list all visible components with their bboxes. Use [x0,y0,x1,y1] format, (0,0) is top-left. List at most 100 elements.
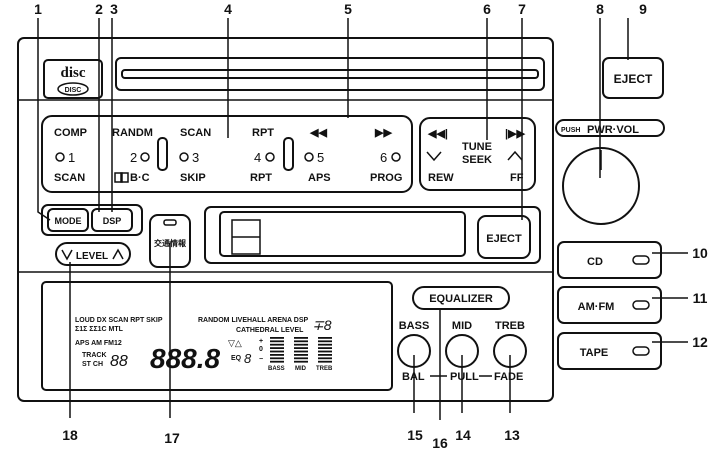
mid-label: MID [452,320,472,332]
preset-4-number: 4 [254,150,261,165]
preset-group-2[interactable]: SCAN RPT 3 4 SKIP RPT [179,127,275,184]
level-down-icon [61,249,73,261]
eq-bar-segment [270,347,284,349]
display-eq-label: EQ [231,355,242,362]
volume-knob[interactable] [562,147,640,225]
display-row1: LOUD DX SCAN RPT SKIP [75,317,163,324]
display-minus: − [259,356,263,363]
cd-indicator-icon [632,255,650,265]
preset-group-3[interactable]: ◀◀ ▶▶ 5 6 APS PROG [304,127,402,184]
callout-13: 13 [504,427,520,443]
tape-button[interactable] [557,332,662,370]
eq-bar-segment [270,350,284,353]
display-stch-label: ST CH [82,361,103,368]
pull-label: PULL [450,371,479,383]
tune-label: TUNE [462,141,492,153]
display-plus: + [259,338,263,345]
preset-strip [41,115,413,193]
preset-5-dot [304,152,314,162]
callout-18: 18 [62,427,78,443]
eq-bar-segment [270,360,284,363]
eq-bar-segment [294,340,308,343]
display-row3: APS AM FM12 [75,340,122,347]
callout-3: 3 [110,1,118,17]
callout-11: 11 [693,290,708,306]
eq-bar-segment [318,350,332,353]
eq-bar-segment [318,357,332,360]
preset-3-dot [179,152,189,162]
preset-6-number: 6 [380,150,387,165]
pwr-vol-label: PWR·VOL [587,124,639,136]
display-level-digit: ∓8 [312,317,332,333]
ff-arrows-icon: ▶▶ [374,127,392,139]
preset-2-dot [140,152,150,162]
rew-label: REW [428,172,454,184]
level-label: LEVEL [76,251,108,262]
preset-group-1[interactable]: COMP RANDM 1 2 SCAN B·C [54,127,153,184]
preset-1-number: 1 [68,150,75,165]
leader-lines [37,18,688,420]
callout-2: 2 [95,1,103,17]
aps-label: APS [308,172,331,184]
eq-bars [270,337,332,363]
mode-button[interactable] [47,208,89,232]
callout-9: 9 [639,1,647,17]
equalizer-label: EQUALIZER [429,293,493,305]
callout-12: 12 [692,334,708,350]
callout-14: 14 [455,427,471,443]
eq-bar-segment [294,347,308,349]
display-eq-digit: 8 [244,351,252,366]
traffic-indicator-icon [163,219,177,226]
eq-bar-segment [270,357,284,360]
disc-badge [57,82,89,96]
callout-5: 5 [344,1,352,17]
chevron-up-icon [507,150,523,161]
cd-slot[interactable] [121,69,539,79]
eq-bar-segment [294,357,308,360]
disc-logo-text: disc [60,65,85,81]
eq-bar-segment [294,343,308,346]
eject-top-label: EJECT [614,72,653,86]
callout-10: 10 [692,245,708,261]
rew-arrows-icon: ◀◀ [309,127,327,139]
level-button[interactable] [55,242,131,266]
preset-6-dot [391,152,401,162]
eq-bar-segment [318,347,332,349]
eject-tape-label: EJECT [486,233,522,245]
tape-label: TAPE [580,347,609,359]
preset-5-number: 5 [317,150,324,165]
eq-bar-segment [294,354,308,356]
lcd-display [41,281,393,391]
scan2-label: SCAN [180,127,211,139]
bc-label: B·C [130,172,150,184]
equalizer-button[interactable] [412,286,510,310]
callout-8: 8 [596,1,604,17]
tune-seek-button[interactable] [419,117,536,191]
eject-tape-button[interactable] [477,215,531,259]
prev-track-icon: ◀◀| [427,128,448,140]
eq-bar-segment [294,350,308,353]
prog-label: PROG [370,172,402,184]
scan-label: SCAN [54,172,85,184]
push-label: PUSH [561,127,580,134]
tape-door[interactable] [219,211,466,257]
callouts: 1 2 3 4 5 6 7 8 9 10 11 12 13 14 15 16 1… [34,1,708,451]
eq-bar-segment [270,340,284,343]
treb-label: TREB [495,320,525,332]
rpt2-label: RPT [250,172,272,184]
am-fm-button[interactable] [557,286,662,324]
eq-bass-label: BASS [268,366,285,372]
eq-bar-segment [270,354,284,356]
ff-label: FF [510,172,524,184]
eq-bar-segment [318,337,332,339]
callout-15: 15 [407,427,423,443]
cd-button[interactable] [557,241,662,279]
eject-top-button[interactable] [602,57,664,99]
chevron-down-icon [426,151,442,162]
rpt-label: RPT [252,127,274,139]
preset-divider-1 [157,137,168,171]
preset-divider-2 [283,137,294,171]
next-track-icon: |▶▶ [505,128,526,140]
tape-indicator-icon [632,346,650,356]
